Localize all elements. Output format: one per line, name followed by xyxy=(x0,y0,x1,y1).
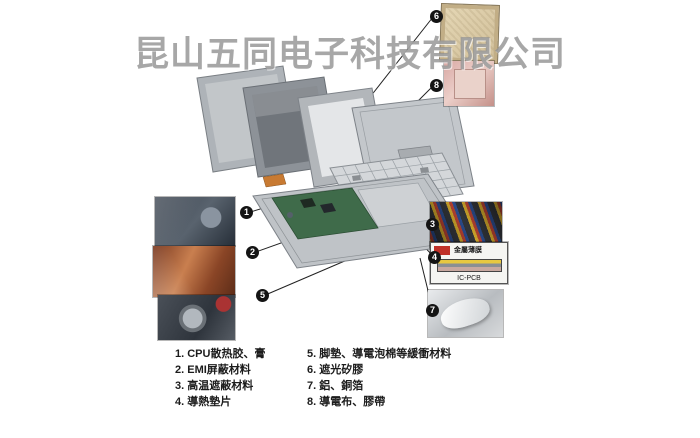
hinge-right xyxy=(420,167,429,173)
company-watermark: 昆山五同电子科技有限公司 xyxy=(133,35,566,74)
diagram-label-top: 金屬薄膜 xyxy=(454,247,482,254)
legend-item-3: 3. 高温遮蔽材料 xyxy=(175,380,254,392)
inset-photo-cpu-thermal-paste xyxy=(155,197,235,246)
inset-photo-aluminum-copper-foil xyxy=(428,290,503,337)
bottom-base xyxy=(252,167,473,269)
legend-item-7: 7. 鋁、銅箔 xyxy=(307,380,364,392)
callout-badge-6: 6 xyxy=(430,10,443,23)
callout-badge-1: 1 xyxy=(240,206,253,219)
foil-sheet-detail xyxy=(437,292,493,334)
hinge-left xyxy=(352,175,361,181)
legend-column-right: 5. 脚墊、導電泡棉等緩衝材料 6. 遮光矽膠 7. 鋁、銅箔 8. 導電布、膠… xyxy=(307,346,451,410)
legend-item-6: 6. 遮光矽膠 xyxy=(307,364,364,376)
callout-badge-8: 8 xyxy=(430,79,443,92)
inset-photo-emi-shielding xyxy=(153,246,235,297)
callout-badge-5: 5 xyxy=(256,289,269,302)
inset-photo-conductive-cloth xyxy=(444,61,494,106)
legend-item-8: 8. 導電布、膠帶 xyxy=(307,396,386,408)
motherboard-pcb xyxy=(271,187,379,240)
conductive-pad-detail xyxy=(454,69,486,99)
callout-badge-2: 2 xyxy=(246,246,259,259)
inset-photo-high-temp-masking xyxy=(430,202,502,247)
inset-diagram-thermal-pad: 金屬薄膜 IC-PCB xyxy=(430,242,508,284)
legend-item-2: 2. EMI屏蔽材料 xyxy=(175,364,251,376)
legend-item-1: 1. CPU散热胶、膏 xyxy=(175,348,266,360)
legend-item-5: 5. 脚墊、導電泡棉等緩衝材料 xyxy=(307,348,452,360)
diagram-layer-band xyxy=(437,259,502,272)
callout-badge-4: 4 xyxy=(428,251,441,264)
callout-badge-3: 3 xyxy=(426,218,439,231)
diagram-red-tag xyxy=(434,246,450,255)
callout-badge-7: 7 xyxy=(426,304,439,317)
diagram-label-bottom: IC-PCB xyxy=(457,275,481,282)
legend-column-left: 1. CPU散热胶、膏 2. EMI屏蔽材料 3. 高温遮蔽材料 4. 導熱墊片 xyxy=(175,346,265,410)
inset-photo-cushion-material xyxy=(158,295,235,340)
legend-item-4: 4. 導熱墊片 xyxy=(175,396,232,408)
